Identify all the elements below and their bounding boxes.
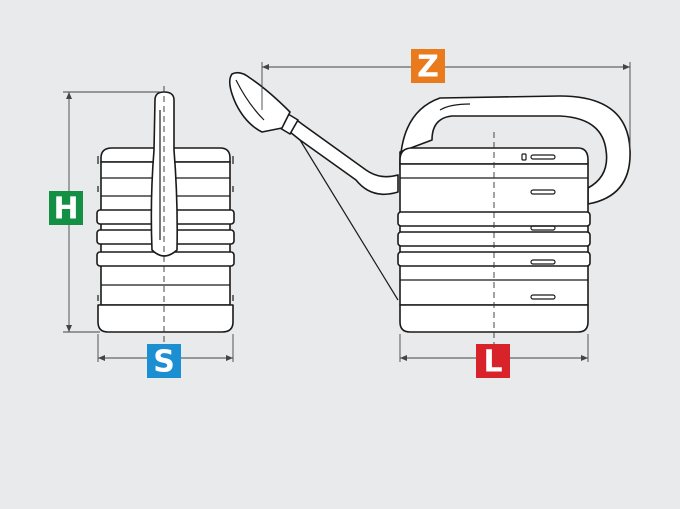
height-label-box <box>49 191 83 225</box>
width-label: S <box>153 345 175 380</box>
overall-length-label: Z <box>417 50 439 85</box>
can-side-view <box>96 86 235 344</box>
overall-length-dimension: Z <box>261 49 631 150</box>
body-length-label-box <box>476 344 510 378</box>
width-label-box <box>147 344 181 378</box>
body-length-dimension: L <box>399 334 589 380</box>
height-dimension: H <box>49 91 160 333</box>
body-length-label: L <box>483 345 502 380</box>
overall-length-label-box <box>411 49 445 83</box>
height-label: H <box>53 192 78 227</box>
width-dimension: S <box>97 334 234 380</box>
can-profile-view <box>228 71 631 344</box>
